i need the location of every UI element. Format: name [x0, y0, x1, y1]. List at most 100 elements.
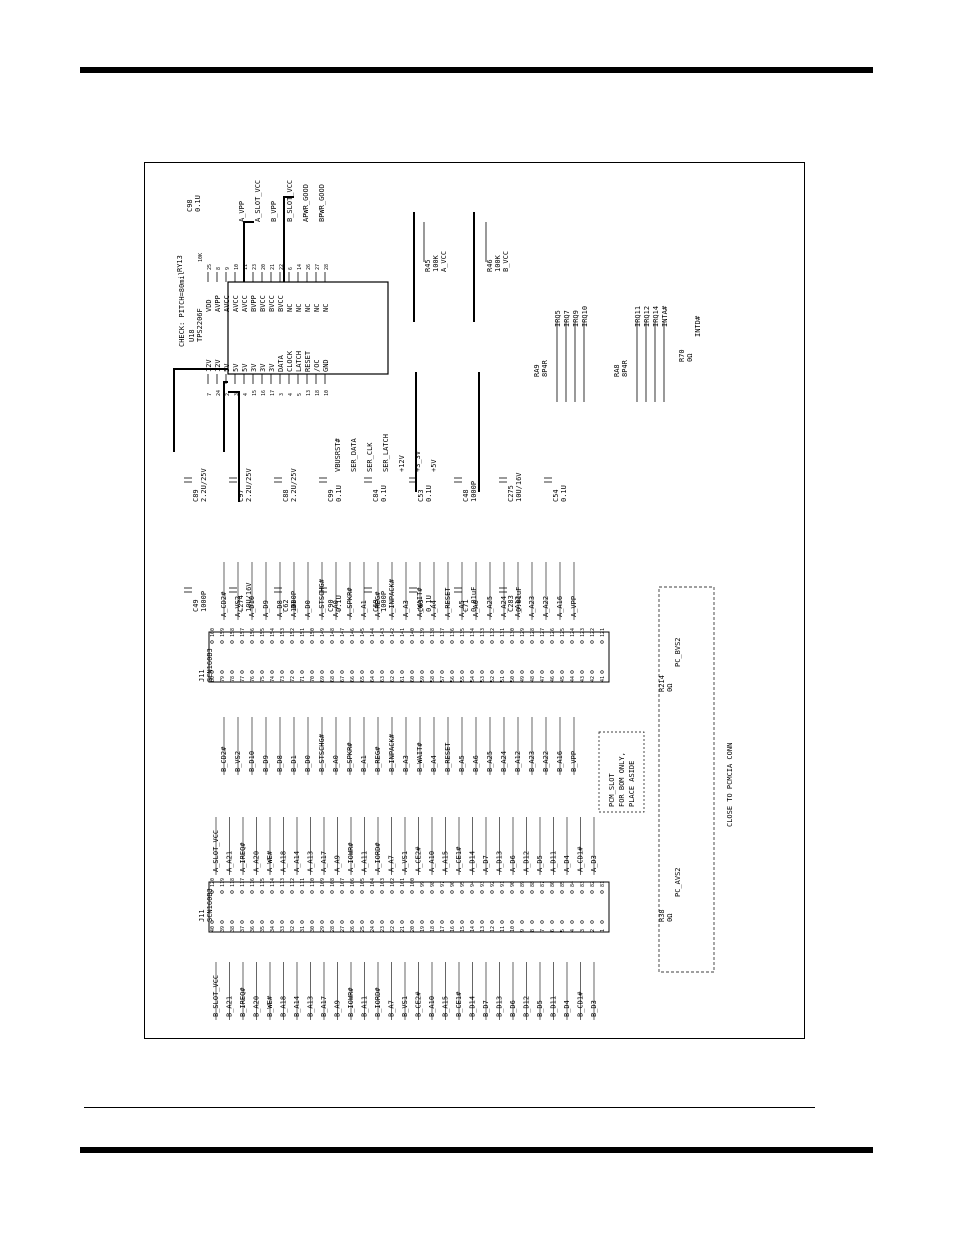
- pullup-net: B_VCC: [502, 251, 510, 272]
- conn-right-inner-pin-circle: [600, 670, 604, 674]
- conn-left-outer-pin-number: 1: [600, 929, 606, 932]
- conn-right-outer-pin-circle: [240, 640, 244, 644]
- conn-left-outer-pin-circle: [470, 920, 474, 924]
- conn-right-net: A_D1: [290, 600, 298, 617]
- cap-value: 0.1U: [335, 485, 343, 502]
- conn-mid-left-net: A_A11: [361, 851, 369, 872]
- conn-left-inner-pin-number: 82: [590, 881, 596, 887]
- conn-left-net: B_A18: [280, 996, 288, 1017]
- ps-left-pin-number: 15: [252, 390, 258, 396]
- ps-net-label: BPWR_GOOD: [318, 184, 326, 222]
- conn-left-outer-pin-circle: [340, 920, 344, 924]
- conn-left-outer-pin-circle: [320, 920, 324, 924]
- ps-right-pin-number: 6: [288, 267, 294, 270]
- conn-right-outer-pin-circle: [520, 640, 524, 644]
- conn-left-inner-pin-circle: [460, 890, 464, 894]
- conn-right-outer-pin-number: 153: [280, 628, 286, 637]
- conn-right-outer-pin-number: 123: [580, 628, 586, 637]
- conn-left-inner-pin-number: 89: [520, 881, 526, 887]
- conn-right-inner-pin-circle: [560, 670, 564, 674]
- conn-mid-left-net: A_A20: [253, 851, 261, 872]
- conn-right-inner-pin-number: 63: [380, 676, 386, 682]
- conn-right-inner-pin-circle: [250, 670, 254, 674]
- conn-left-outer-pin-number: 40: [210, 926, 216, 932]
- rpack-net: INTA#: [661, 305, 669, 327]
- conn-right-inner-pin-number: 73: [280, 676, 286, 682]
- conn-left-inner-pin-number: 99: [420, 881, 426, 887]
- conn-left-outer-pin-number: 30: [310, 926, 316, 932]
- conn-right-outer-pin-number: 156: [250, 628, 256, 637]
- ps-right-pin-number: 9: [225, 267, 231, 270]
- conn-right-outer-pin-number: 135: [460, 628, 466, 637]
- bottom-rule: [80, 1147, 873, 1153]
- conn-right-outer-pin-circle: [500, 640, 504, 644]
- conn-mid-right-net: B_SPKR#: [346, 742, 354, 772]
- cap-refdes: C62: [282, 599, 290, 612]
- conn-left-inner-pin-circle: [250, 890, 254, 894]
- u18-refdes: U18: [188, 329, 196, 342]
- conn-left-outer-pin-number: 19: [420, 926, 426, 932]
- cap-value: 0.1U: [560, 485, 568, 502]
- conn-left-inner-pin-number: 87: [540, 881, 546, 887]
- ps-left-pin-number: 24: [216, 390, 222, 396]
- ps-right-pin-number: 26: [306, 264, 312, 270]
- conn-left-inner-pin-circle: [530, 890, 534, 894]
- misc-net: PC_AVS2: [674, 867, 682, 897]
- ps-net-label: +5V: [430, 459, 438, 472]
- conn-right-inner-pin-number: 79: [220, 676, 226, 682]
- conn-left-inner-pin-number: 88: [530, 881, 536, 887]
- conn-right-outer-pin-circle: [300, 640, 304, 644]
- conn-right-outer-pin-number: 149: [320, 628, 326, 637]
- ps-net-label: A_VPP: [238, 201, 246, 222]
- conn-left-outer-pin-circle: [300, 920, 304, 924]
- conn-left-inner-pin-circle: [210, 890, 214, 894]
- conn-right-outer-pin-circle: [270, 640, 274, 644]
- conn-left-outer-pin-number: 23: [380, 926, 386, 932]
- conn-right-outer-pin-circle: [410, 640, 414, 644]
- cap-refdes: C88: [282, 489, 290, 502]
- cap-refdes: C69: [372, 599, 380, 612]
- conn-right-outer-pin-number: 141: [400, 628, 406, 637]
- power-switch-block: CHECK: PITCH=80mil U18 TPS2206F RY13 10K…: [173, 180, 480, 502]
- conn-left-inner-pin-circle: [330, 890, 334, 894]
- conn-left-inner-pin-circle: [240, 890, 244, 894]
- conn-left-net: B_A14: [293, 996, 301, 1017]
- conn-left-inner-pin-number: 120: [210, 878, 216, 887]
- conn-note-box: [658, 586, 715, 973]
- conn-right-inner-pin-number: 57: [440, 676, 446, 682]
- conn-mid-left-net: A_A7: [388, 855, 396, 872]
- conn-left-outer-pin-number: 39: [220, 926, 226, 932]
- conn-mid-right-net: B_A0: [332, 755, 340, 772]
- ps-right-pin-number: 28: [324, 264, 330, 270]
- conn-right-net: A_A1: [360, 600, 368, 617]
- cap-refdes: C53: [417, 489, 425, 502]
- ps-right-pin-name: BVCC: [277, 295, 285, 312]
- conn-mid-left-net: A_IORD#: [374, 842, 382, 872]
- conn-mid-left-net: A_D11: [550, 851, 558, 872]
- ps-left-pin-number: 16: [261, 390, 267, 396]
- conn-right-inner-pin-number: 80: [210, 676, 216, 682]
- conn-left-outer-pin-circle: [430, 920, 434, 924]
- conn-left-outer-pin-number: 35: [260, 926, 266, 932]
- rpack-refdes: RA9: [533, 364, 541, 377]
- rail-bvcc: [283, 196, 294, 282]
- conn-left-outer-pin-circle: [520, 920, 524, 924]
- conn-mid-right-net: B_D1: [290, 755, 298, 772]
- conn-right-net: A_A0: [332, 600, 340, 617]
- conn-left-outer-pin-number: 20: [410, 926, 416, 932]
- conn-left-outer-pin-number: 16: [450, 926, 456, 932]
- cap-value: 1000P: [470, 481, 478, 502]
- ps-left-pin-number: 4: [243, 393, 249, 396]
- conn-left-outer-pin-circle: [380, 920, 384, 924]
- conn-right-outer-pin-circle: [210, 640, 214, 644]
- conn-right-inner-pin-number: 69: [320, 676, 326, 682]
- conn-right-outer-pin-number: 121: [600, 628, 606, 637]
- conn-right-inner-pin-circle: [340, 670, 344, 674]
- conn-right-outer-pin-number: 151: [300, 628, 306, 637]
- cap-refdes: C54: [552, 489, 560, 502]
- misc-net: INTD#: [694, 315, 702, 337]
- conn-left-inner-pin-number: 108: [330, 878, 336, 887]
- conn-left-outer-pin-circle: [490, 920, 494, 924]
